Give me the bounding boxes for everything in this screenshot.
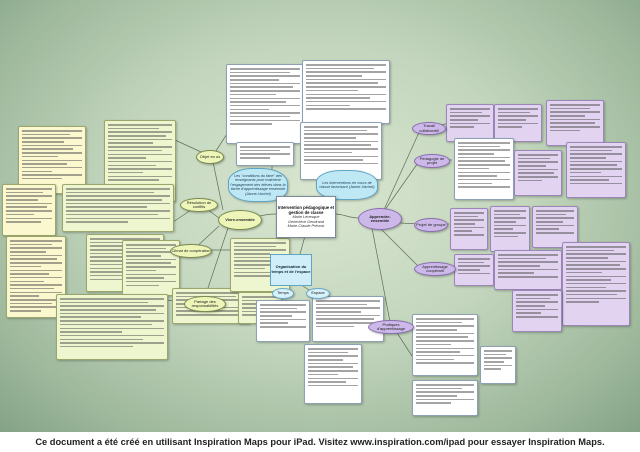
note-projet-1 xyxy=(450,208,488,250)
note-resolution-main xyxy=(62,184,174,232)
node-pedagogie[interactable]: Pédagogie de projet xyxy=(414,154,450,168)
note-pedagogie-2 xyxy=(514,150,562,196)
central-topic-authors: Marie Lévesque Geneviève Gendrand Marie-… xyxy=(287,215,325,229)
node-apprentissage[interactable]: Apprentissage coopératif xyxy=(414,262,456,276)
node-organisation-label: Organisation du temps et de l'espace xyxy=(271,264,311,274)
central-topic-title: Intervention pédagogique et gestion de c… xyxy=(277,205,335,216)
note-temps xyxy=(256,300,310,342)
footer-banner: Ce document a été créé en utilisant Insp… xyxy=(0,432,640,452)
node-partage[interactable]: Partage des responsabilités xyxy=(184,296,226,312)
node-objet-label: Objet en us xyxy=(199,153,221,159)
note-partage-main xyxy=(56,294,168,360)
node-apprendre-ensemble-label: Apprendre- ensemble xyxy=(369,213,391,223)
node-pratiques[interactable]: Pratiques d'apprentissage xyxy=(368,320,414,334)
note-pratiques-right xyxy=(480,346,516,384)
node-resolution-label: Résolution de conflits xyxy=(186,199,212,209)
note-pratiques-main xyxy=(412,314,478,376)
cloud-right-text: Les interventions en cours de classe fav… xyxy=(319,180,375,189)
node-vivre-ensemble[interactable]: Vivre-ensemble xyxy=(218,210,262,230)
central-topic[interactable]: Intervention pédagogique et gestion de c… xyxy=(276,196,336,238)
note-top-left xyxy=(226,64,304,144)
note-top-left-lower xyxy=(236,142,294,166)
note-top-right xyxy=(302,60,390,124)
cloud-right: Les interventions en cours de classe fav… xyxy=(316,170,378,200)
note-objet-details xyxy=(18,126,86,194)
node-travail-label: Travail collaboratif xyxy=(419,123,439,133)
node-partage-label: Partage des responsabilités xyxy=(191,298,219,308)
cloud-left-text: Les "conditions du faire" des enseignant… xyxy=(230,173,286,196)
note-apprentissage-3 xyxy=(562,242,630,326)
note-apprentissage-1 xyxy=(454,254,494,286)
note-pratiques-lower xyxy=(412,380,478,416)
node-projet-label: Projet de groupe xyxy=(416,221,446,227)
node-temps-label: Temps xyxy=(277,290,289,296)
node-resolution[interactable]: Résolution de conflits xyxy=(180,198,218,212)
node-pratiques-label: Pratiques d'apprentissage xyxy=(376,321,406,331)
node-pedagogie-label: Pédagogie de projet xyxy=(419,155,445,165)
note-resolution-extra xyxy=(2,184,56,236)
note-travail-2 xyxy=(494,104,542,142)
node-apprentissage-label: Apprentissage coopératif xyxy=(422,263,448,273)
node-projet[interactable]: Projet de groupe xyxy=(414,218,448,232)
note-projet-2 xyxy=(490,206,530,252)
node-vivre-ensemble-label: Vivre-ensemble xyxy=(225,216,255,222)
node-organisation[interactable]: Organisation du temps et de l'espace xyxy=(270,254,312,286)
node-apprendre-ensemble[interactable]: Apprendre- ensemble xyxy=(358,208,402,230)
mind-map-canvas: Les "conditions du faire" des enseignant… xyxy=(0,0,640,433)
note-espace xyxy=(312,296,384,342)
node-objet[interactable]: Objet en us xyxy=(196,150,224,164)
footer-text: Ce document a été créé en utilisant Insp… xyxy=(35,437,605,447)
note-espace-lower xyxy=(304,344,362,404)
node-espace[interactable]: Espace xyxy=(306,288,330,299)
note-travail-1 xyxy=(446,104,494,142)
node-temps[interactable]: Temps xyxy=(272,288,294,299)
note-travail-3 xyxy=(546,100,604,146)
note-apprentissage-2 xyxy=(494,250,562,290)
note-apprentissage-4 xyxy=(512,290,562,332)
node-travail[interactable]: Travail collaboratif xyxy=(412,122,446,135)
note-pedagogie-3 xyxy=(566,142,626,198)
node-espace-label: Espace xyxy=(311,290,325,296)
node-climat-label: Climat de coopération xyxy=(171,247,211,253)
note-projet-3 xyxy=(532,206,578,248)
note-pedagogie-main xyxy=(454,138,514,200)
node-climat[interactable]: Climat de coopération xyxy=(170,244,212,258)
